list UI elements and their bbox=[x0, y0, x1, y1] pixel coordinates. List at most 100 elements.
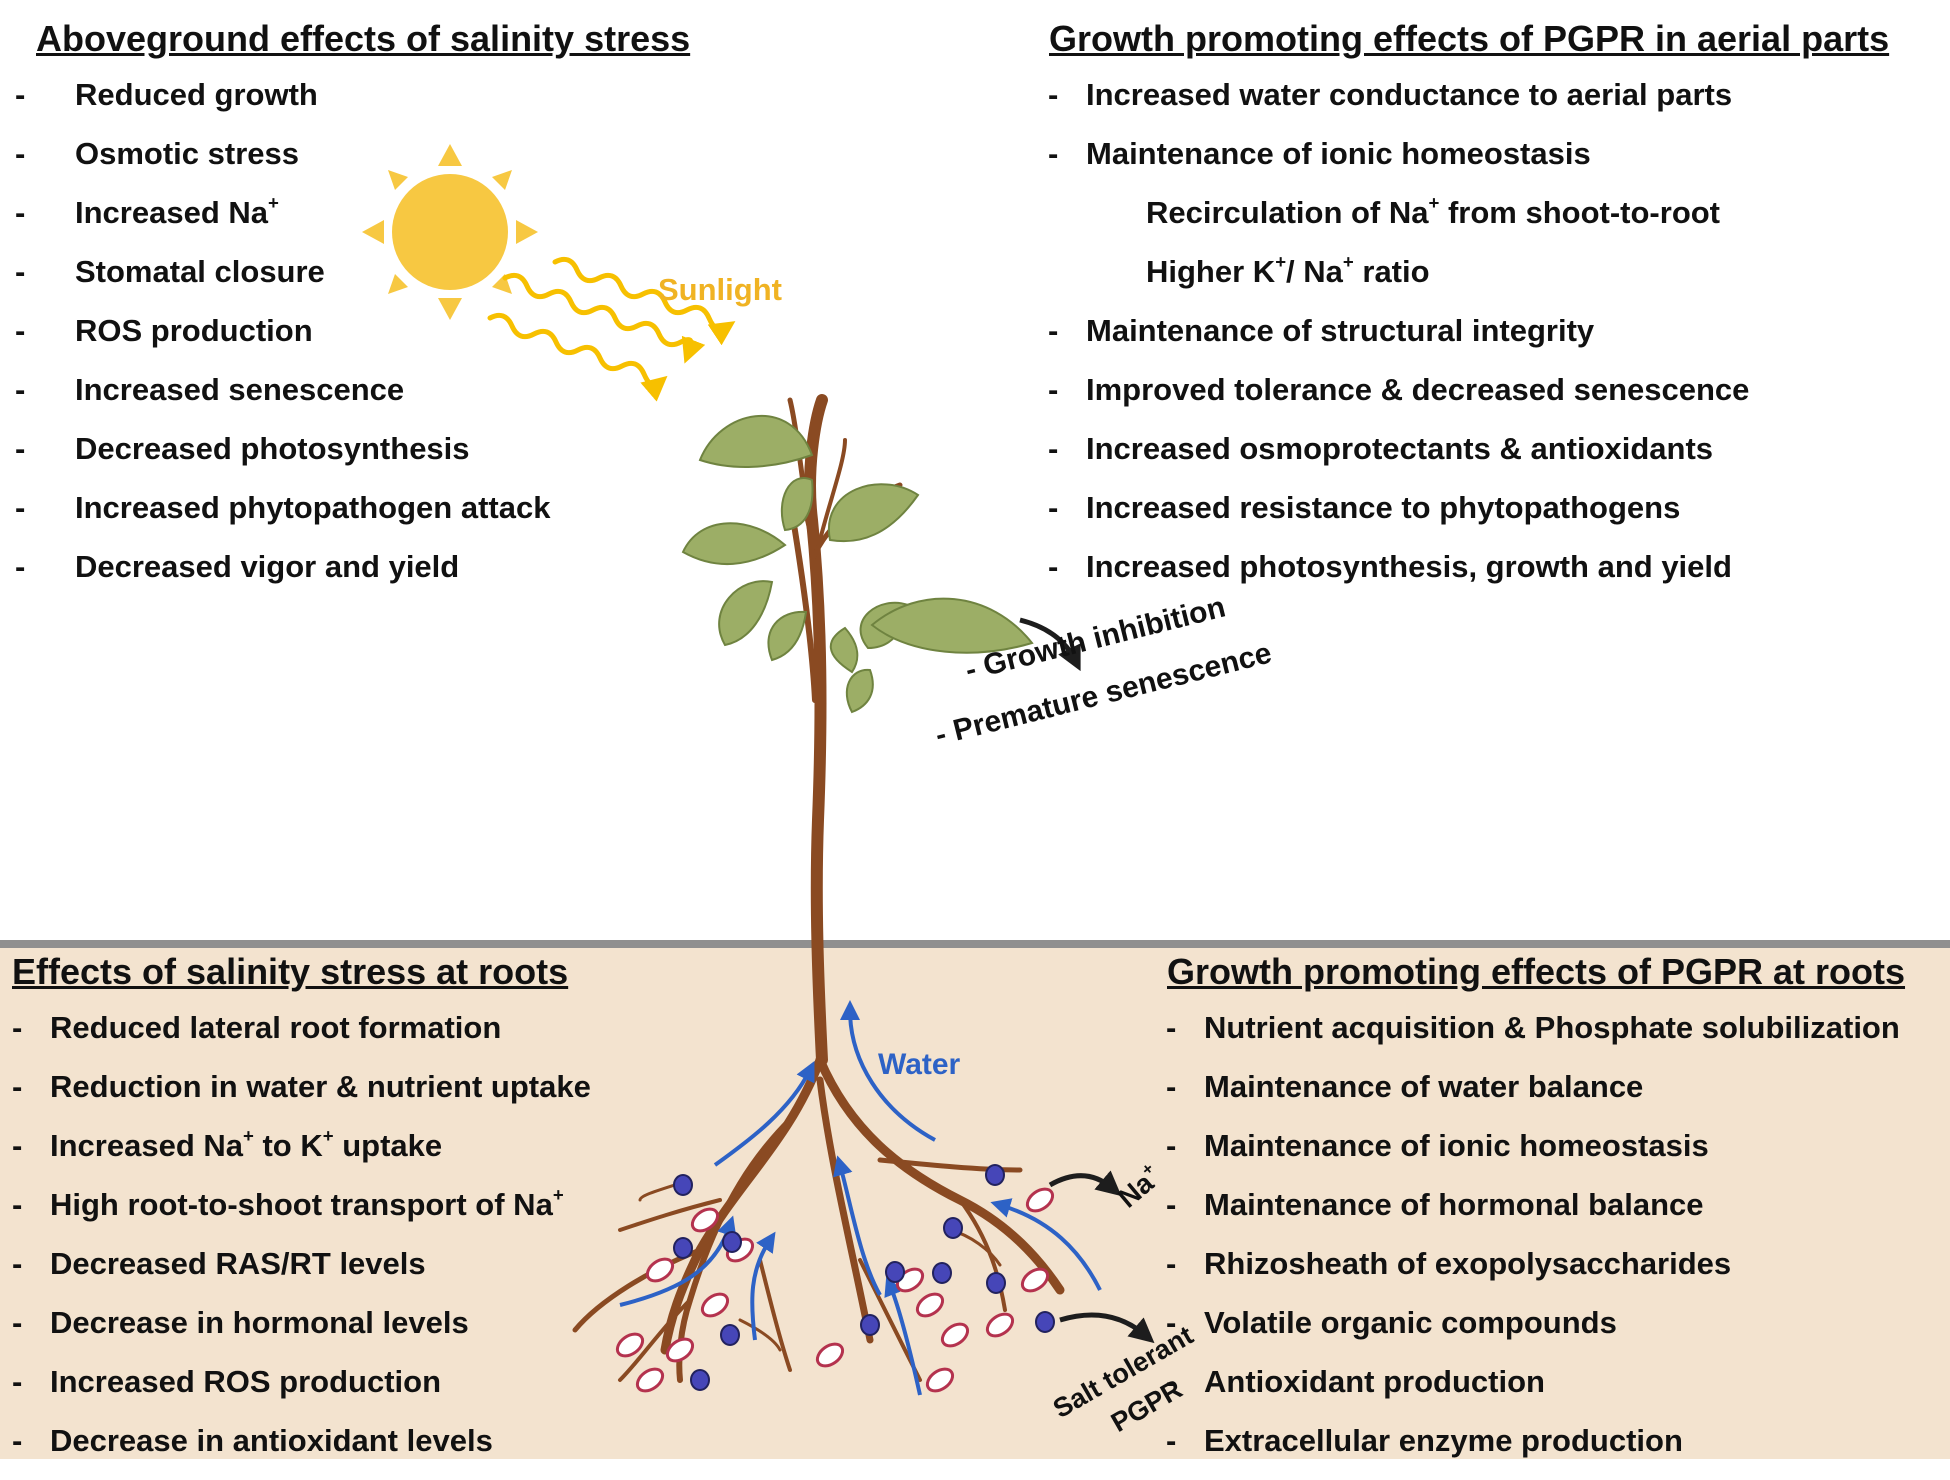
list-item: -ROS production bbox=[15, 311, 550, 370]
list-item: -Decreased vigor and yield bbox=[15, 547, 550, 606]
pgpr-arrow bbox=[1059, 1312, 1155, 1344]
list-item: -Increased photosynthesis, growth and yi… bbox=[1048, 547, 1749, 606]
list-bullet: - bbox=[1166, 1069, 1177, 1104]
aerial-pgpr-list: -Increased water conductance to aerial p… bbox=[1048, 75, 1750, 606]
root-pgpr-list: -Nutrient acquisition & Phosphate solubi… bbox=[1166, 1008, 1900, 1480]
list-item: -Recirculation of Na+ from shoot-to-root bbox=[1086, 193, 1749, 252]
list-item: -Improved tolerance & decreased senescen… bbox=[1048, 370, 1750, 429]
list-item-text: Increased water conductance to aerial pa… bbox=[1086, 77, 1733, 112]
list-bullet: - bbox=[12, 1246, 23, 1281]
pgpr-cells bbox=[615, 1187, 1055, 1393]
list-item: -Extracellular enzyme production bbox=[1166, 1421, 1900, 1480]
list-item-text: from shoot-to-root bbox=[1439, 195, 1721, 230]
list-item-text: Maintenance of ionic homeostasis bbox=[1204, 1128, 1709, 1163]
list-bullet: - bbox=[1166, 1246, 1177, 1281]
list-item: -Increased resistance to phytopathogens bbox=[1048, 488, 1749, 547]
list-bullet: - bbox=[15, 136, 26, 171]
list-bullet: - bbox=[15, 195, 26, 230]
list-item-text: Decrease in antioxidant levels bbox=[50, 1423, 493, 1458]
list-bullet: - bbox=[1166, 1423, 1177, 1458]
list-bullet: - bbox=[12, 1128, 23, 1163]
list-item-text: Maintenance of ionic homeostasis bbox=[1086, 136, 1591, 171]
sunlight-ray-arrows bbox=[487, 256, 736, 402]
list-item-text: Increased Na bbox=[75, 195, 268, 230]
list-item-text: Increased phytopathogen attack bbox=[75, 490, 551, 525]
aboveground-stress-heading: Aboveground effects of salinity stress bbox=[36, 18, 691, 59]
list-bullet: - bbox=[12, 1187, 23, 1222]
list-bullet: - bbox=[1166, 1305, 1177, 1340]
list-item: -Reduced lateral root formation bbox=[12, 1008, 591, 1067]
root-pgpr-panel: Growth promoting effects of PGPR at root… bbox=[1167, 952, 1905, 992]
root-stress-panel: Effects of salinity stress at roots bbox=[12, 952, 568, 992]
list-bullet: - bbox=[15, 490, 26, 525]
list-item-text: Recirculation of Na bbox=[1146, 195, 1429, 230]
list-item-text: Reduction in water & nutrient uptake bbox=[50, 1069, 591, 1104]
ion-charge: + bbox=[1428, 192, 1440, 214]
list-item-text: Increased resistance to phytopathogens bbox=[1086, 490, 1681, 525]
list-item-text: Decreased photosynthesis bbox=[75, 431, 470, 466]
list-item-text: Improved tolerance & decreased senescenc… bbox=[1086, 372, 1750, 407]
list-item-text: Increased senescence bbox=[75, 372, 405, 407]
plant-leaves bbox=[681, 415, 1034, 714]
list-item: -Nutrient acquisition & Phosphate solubi… bbox=[1166, 1008, 1900, 1067]
list-bullet: - bbox=[15, 313, 26, 348]
list-item-text: Stomatal closure bbox=[75, 254, 325, 289]
list-item: -Increased osmoprotectants & antioxidant… bbox=[1048, 429, 1749, 488]
list-bullet: - bbox=[1166, 1187, 1177, 1222]
list-item: -Rhizosheath of exopolysaccharides bbox=[1166, 1244, 1900, 1303]
list-bullet: - bbox=[12, 1423, 23, 1458]
bacteria-cells bbox=[673, 1164, 1055, 1391]
list-bullet: - bbox=[1166, 1364, 1177, 1399]
list-item-text: Decreased RAS/RT levels bbox=[50, 1246, 426, 1281]
na-efflux-arrow bbox=[1048, 1170, 1122, 1197]
list-item-text: to K bbox=[253, 1128, 323, 1163]
list-item-text: uptake bbox=[333, 1128, 443, 1163]
list-bullet: - bbox=[1166, 1010, 1177, 1045]
list-item-text: High root-to-shoot transport of Na bbox=[50, 1187, 553, 1222]
list-bullet: - bbox=[1048, 490, 1059, 525]
list-item-text: Reduced growth bbox=[75, 77, 318, 112]
list-item: -Stomatal closure bbox=[15, 252, 550, 311]
list-item: -Decrease in hormonal levels bbox=[12, 1303, 591, 1362]
list-item: -Maintenance of hormonal balance bbox=[1166, 1185, 1900, 1244]
list-item: -Maintenance of structural integrity bbox=[1048, 311, 1749, 370]
list-bullet: - bbox=[12, 1305, 23, 1340]
water-uptake-arrows bbox=[619, 1000, 1102, 1396]
ion-charge: + bbox=[552, 1184, 564, 1206]
list-bullet: - bbox=[1048, 77, 1059, 112]
list-bullet: - bbox=[15, 431, 26, 466]
list-item-text: Antioxidant production bbox=[1204, 1364, 1545, 1399]
list-item: -Increased Na+ to K+ uptake bbox=[12, 1126, 591, 1185]
list-item-text: Increased osmoprotectants & antioxidants bbox=[1086, 431, 1714, 466]
root-stress-heading: Effects of salinity stress at roots bbox=[12, 951, 569, 992]
list-item-text: Volatile organic compounds bbox=[1204, 1305, 1617, 1340]
aboveground-stress-list: -Reduced growth-Osmotic stress-Increased… bbox=[15, 75, 551, 606]
aerial-pgpr-panel: Growth promoting effects of PGPR in aeri… bbox=[1049, 19, 1889, 59]
ground-line bbox=[0, 940, 1950, 948]
list-item: -Decreased RAS/RT levels bbox=[12, 1244, 591, 1303]
sunlight-label: Sunlight bbox=[658, 272, 782, 307]
list-item-text: Reduced lateral root formation bbox=[50, 1010, 502, 1045]
sun-icon bbox=[362, 144, 538, 320]
ion-charge: + bbox=[1342, 251, 1354, 273]
list-item: -Increased ROS production bbox=[12, 1362, 591, 1421]
list-item: -Maintenance of ionic homeostasis bbox=[1048, 134, 1749, 193]
water-label: Water bbox=[878, 1048, 961, 1081]
list-item-text: Rhizosheath of exopolysaccharides bbox=[1204, 1246, 1732, 1281]
list-item: -Reduced growth bbox=[15, 75, 550, 134]
list-item-text: / Na bbox=[1286, 254, 1343, 289]
list-bullet: - bbox=[12, 1364, 23, 1399]
list-item-text: Maintenance of structural integrity bbox=[1086, 313, 1595, 348]
list-bullet: - bbox=[15, 549, 26, 584]
list-bullet: - bbox=[1048, 372, 1059, 407]
list-item: -Increased water conductance to aerial p… bbox=[1048, 75, 1749, 134]
growth-inhibition-arrow bbox=[1019, 617, 1081, 672]
list-item-text: Maintenance of water balance bbox=[1204, 1069, 1644, 1104]
ion-charge: + bbox=[1275, 251, 1287, 273]
list-item: - Increased phytopathogen attack bbox=[15, 488, 551, 547]
list-item: -Higher K+/ Na+ ratio bbox=[1086, 252, 1749, 311]
list-item: -Maintenance of ionic homeostasis bbox=[1166, 1126, 1900, 1185]
list-bullet: - bbox=[12, 1010, 23, 1045]
aerial-pgpr-heading: Growth promoting effects of PGPR in aeri… bbox=[1049, 18, 1890, 59]
